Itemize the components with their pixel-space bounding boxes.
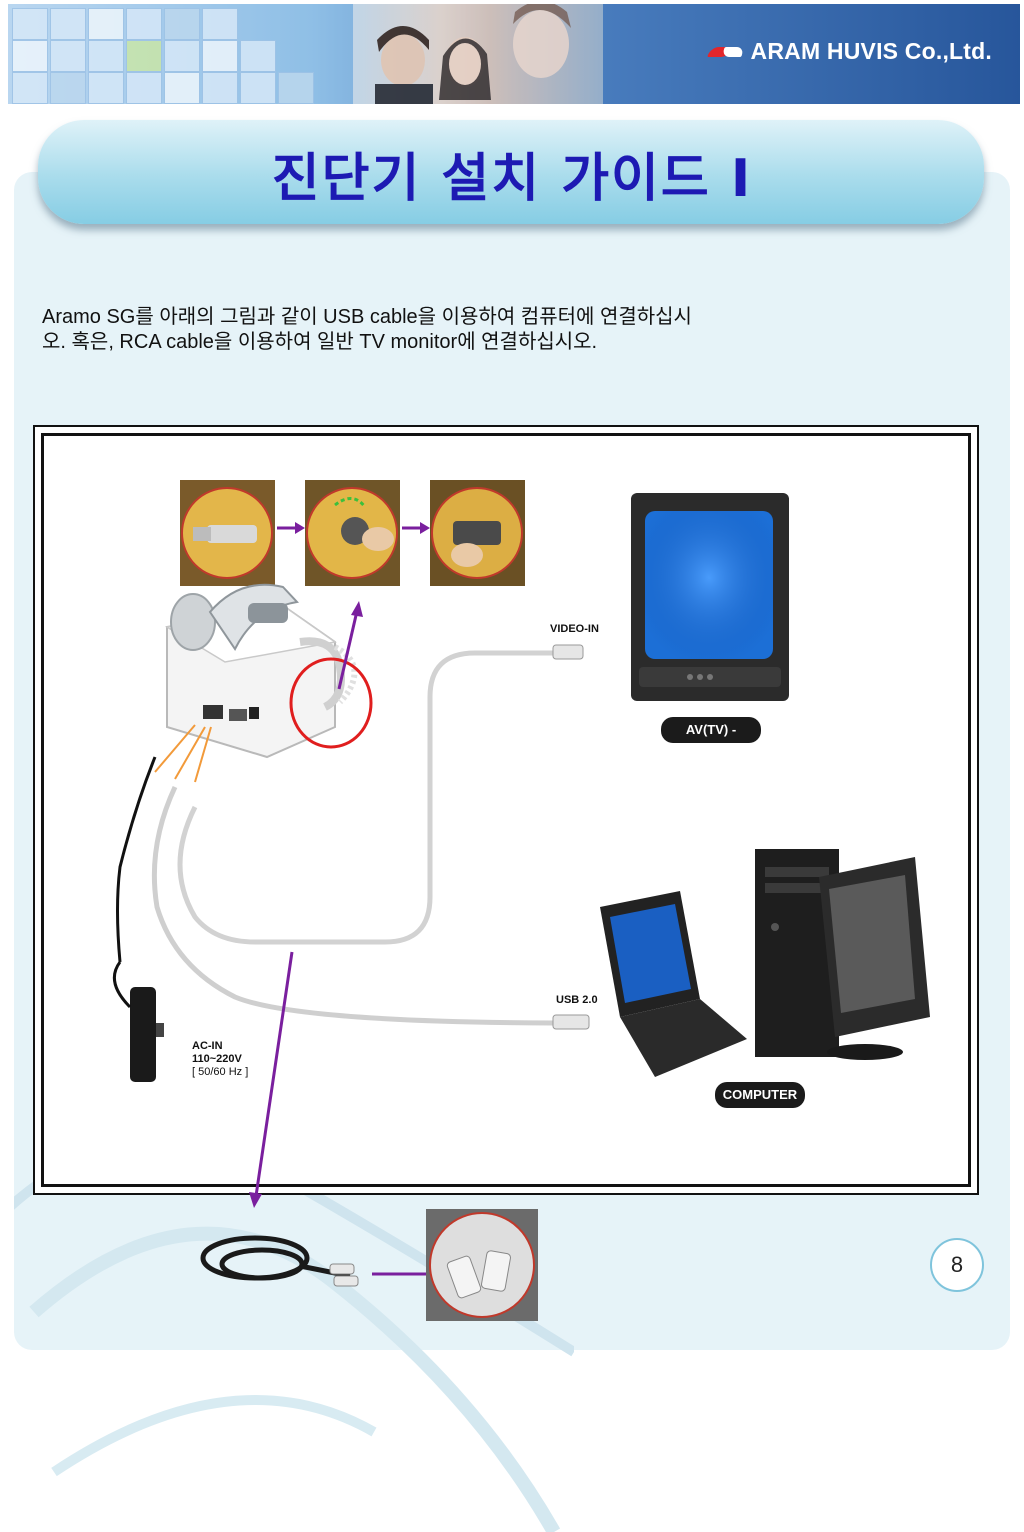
diagnostic-device-illustration — [164, 583, 358, 759]
usb-label: USB 2.0 — [556, 994, 598, 1006]
title-bar — [38, 120, 984, 224]
port-indicator-arrows — [154, 724, 212, 783]
laptop-illustration — [600, 891, 747, 1077]
diagram-frame: VIDEO-IN AV(TV) - Moniter USB 2.0 COMPUT… — [33, 425, 979, 1195]
page-title: 진단기 설치 가이드 I — [271, 149, 753, 209]
rca-plug-photo — [426, 1209, 538, 1321]
page-number: 8 — [930, 1238, 984, 1292]
device-to-photo-arrowhead — [351, 601, 363, 617]
connection-diagram — [112, 480, 930, 1082]
connector-photo-1 — [180, 480, 275, 586]
tv-monitor-label: AV(TV) - Moniter — [661, 717, 761, 763]
power-label-voltage: 110~220V — [192, 1053, 242, 1065]
computer-label: COMPUTER — [715, 1082, 805, 1108]
usb-cable — [151, 785, 556, 1026]
desktop-computer-illustration — [755, 849, 930, 1060]
video-plug — [552, 644, 584, 660]
cable-to-rca-arrow — [254, 951, 294, 1197]
company-brand: ARAM HUVIS Co.,Ltd. — [706, 38, 992, 65]
intro-line-1: Aramo SG를 아래의 그림과 같이 USB cable을 이용하여 컴퓨터… — [42, 306, 692, 328]
power-label: AC-IN 110~220V [ 50/60 Hz ] — [192, 1040, 248, 1079]
power-label-frequency: [ 50/60 Hz ] — [192, 1066, 249, 1078]
video-cable — [177, 650, 555, 945]
connector-highlight-circle — [289, 657, 373, 749]
connector-photo-2 — [305, 480, 400, 586]
diagram-inner-border — [41, 433, 971, 1187]
banner-portraits-image — [375, 4, 571, 104]
banner-photo-strip — [353, 4, 603, 104]
device-to-photo-arrow — [337, 610, 359, 690]
rca-callout-graphics — [200, 951, 538, 1321]
header-banner: ARAM HUVIS Co.,Ltd. — [8, 4, 1020, 104]
rca-cable-illustration — [200, 1235, 359, 1287]
power-cable — [116, 756, 157, 963]
tv-monitor-illustration — [631, 493, 789, 701]
photo-sequence-arrows — [277, 522, 430, 534]
power-adapter — [112, 961, 164, 1082]
banner-tile-pattern — [8, 4, 368, 104]
usb-plug — [552, 1014, 590, 1030]
video-in-label: VIDEO-IN — [550, 623, 599, 635]
connector-photo-3 — [430, 480, 525, 586]
intro-line-2: 오. 혹은, RCA cable을 이용하여 일반 TV monitor에 연결… — [42, 331, 598, 353]
intro-paragraph: Aramo SG를 아래의 그림과 같이 USB cable을 이용하여 컴퓨터… — [42, 305, 842, 355]
company-name: ARAM HUVIS Co.,Ltd. — [750, 38, 992, 64]
power-label-ac-in: AC-IN — [192, 1040, 223, 1052]
cable-to-rca-arrowhead — [249, 1192, 262, 1208]
